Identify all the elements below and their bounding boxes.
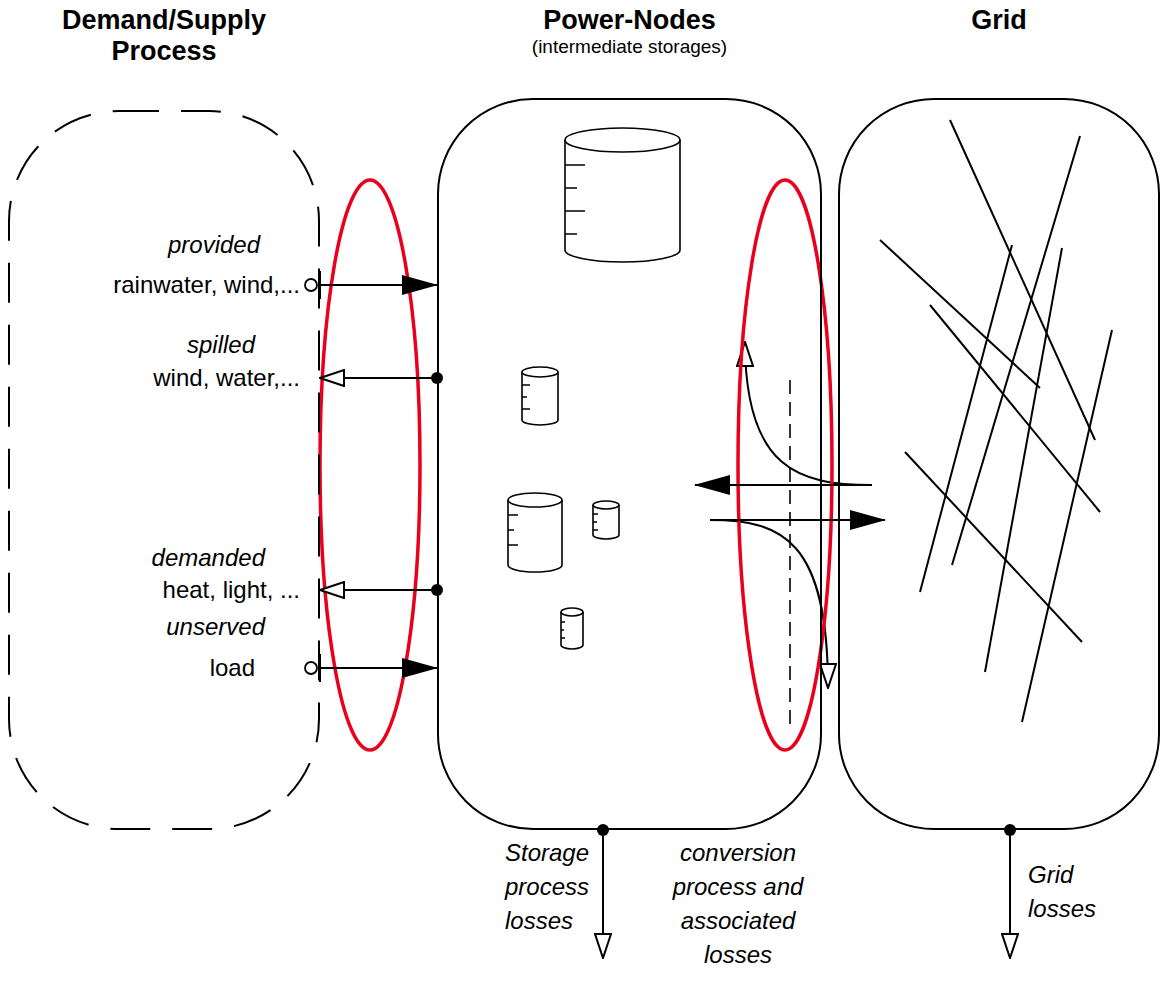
grid-loss-arrow [1009, 830, 1011, 958]
node-outline-shape [438, 99, 821, 829]
conversion-boundary [789, 380, 791, 725]
grid-line [880, 240, 1040, 388]
scale-ticks [593, 514, 598, 530]
storage-cylinder [561, 612, 583, 649]
flow-arrow [320, 589, 437, 591]
node-text: unserved [166, 613, 265, 641]
storage-cylinder-top [593, 501, 619, 509]
node-text: demanded [152, 544, 265, 572]
process-region: Demand/Supply Processprovidedrainwater, … [8, 110, 320, 830]
scale-ticks [522, 385, 530, 409]
flow-arrow [710, 519, 885, 521]
flow-arrow [320, 667, 437, 669]
node-heading: Power-Nodes [437, 5, 822, 36]
node-text: heat, light, ... [163, 576, 300, 604]
storage-cylinder-top [565, 128, 680, 152]
node-outline-shape [839, 99, 1159, 829]
storage-cylinder [522, 372, 558, 425]
storage-cylinders [508, 128, 680, 649]
storage-cylinder [508, 500, 562, 572]
storage-loss-arrow [602, 830, 604, 958]
grid-box: Grid [838, 98, 1160, 830]
storage-cylinder [593, 505, 619, 539]
flow-arrow [320, 284, 437, 286]
grid-line [920, 245, 1012, 592]
grid-line [950, 120, 1095, 440]
scale-ticks [565, 165, 585, 234]
conversion-loss-arrow [745, 342, 872, 485]
node-heading: (intermediate storages) [437, 36, 822, 58]
grid-lines [880, 120, 1112, 722]
node-text: load [210, 654, 255, 682]
source-circle [305, 662, 317, 674]
loss-label: conversion process and associated losses [652, 836, 824, 972]
grid-line [930, 305, 1100, 512]
node-text: rainwater, wind,... [113, 271, 300, 299]
loss-label: Storage process losses [505, 836, 600, 938]
node-heading: Demand/Supply Process [56, 5, 272, 67]
node-outline-shape [9, 111, 319, 829]
flow-arrow [320, 377, 437, 379]
node-heading: Grid [838, 5, 1160, 36]
storage-cylinder-top [508, 493, 562, 507]
scale-ticks [561, 622, 565, 638]
grid-line [1022, 330, 1112, 722]
flow-arrow [695, 484, 870, 486]
storage-cylinder [565, 140, 680, 262]
loss-label: Grid losses [1028, 858, 1120, 926]
node-outline [437, 98, 822, 830]
node-text: wind, water,... [153, 364, 300, 392]
storage-cylinder-top [522, 367, 558, 377]
highlight-ellipse [320, 180, 420, 750]
storage-node-box: Power-Nodes(intermediate storages) [437, 98, 822, 830]
grid-line [985, 248, 1062, 672]
source-circle [305, 279, 317, 291]
node-text: provided [168, 231, 260, 259]
node-outline [838, 98, 1160, 830]
scale-ticks [508, 515, 518, 545]
conversion-loss-arrow [710, 520, 828, 688]
node-outline [8, 110, 320, 830]
highlight-ellipse [738, 180, 832, 750]
node-text: spilled [187, 331, 255, 359]
storage-cylinder-top [561, 608, 583, 616]
